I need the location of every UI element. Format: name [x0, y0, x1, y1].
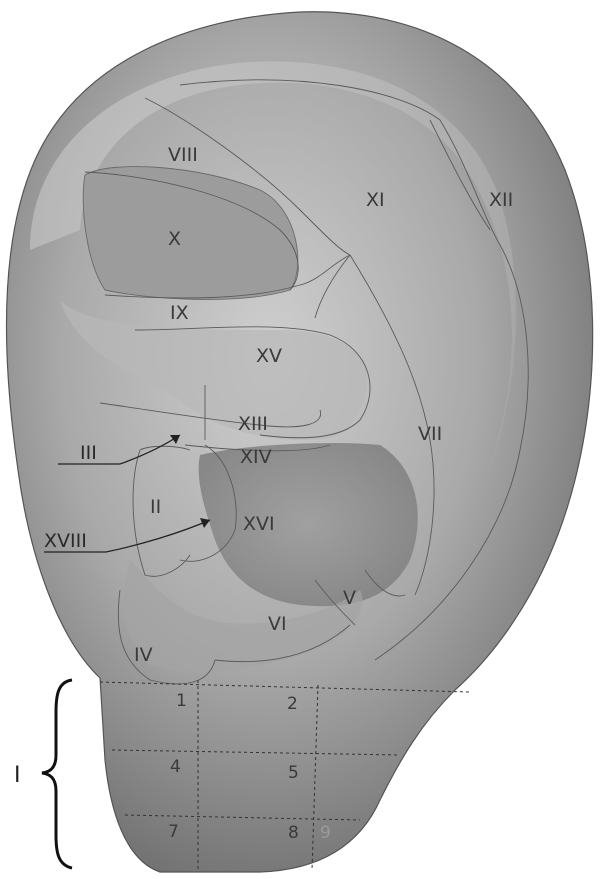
- pointer-label-xviii: XVIII: [44, 530, 87, 552]
- lobule-cell-6: 6: [364, 763, 375, 783]
- region-label-ii: II: [150, 496, 161, 518]
- lobule-cell-2: 2: [287, 694, 298, 714]
- region-label-xv: XV: [256, 345, 282, 367]
- lobule-brace: [42, 680, 72, 868]
- lobule-cell-7: 7: [168, 822, 179, 842]
- region-label-xi: XI: [366, 189, 385, 211]
- lobule-cell-9: 9: [320, 823, 331, 843]
- region-label-vi: VI: [268, 613, 287, 635]
- lobule-cell-4: 4: [170, 757, 181, 777]
- region-label-x: X: [168, 228, 181, 250]
- region-label-xiv: XIV: [240, 446, 272, 468]
- region-label-v: V: [343, 587, 356, 609]
- region-label-vii: VII: [418, 423, 442, 445]
- region-label-xii: XII: [489, 189, 513, 211]
- region-label-xiii: XIII: [238, 413, 268, 435]
- region-label-iv: IV: [134, 644, 153, 666]
- region-label-xvi: XVI: [243, 513, 275, 535]
- lobule-label: I: [14, 763, 21, 788]
- lobule-cell-8: 8: [288, 823, 299, 843]
- region-label-viii: VIII: [168, 144, 198, 166]
- region-label-ix: IX: [170, 302, 189, 324]
- pointer-label-iii: III: [80, 442, 97, 464]
- lobule-cell-1: 1: [176, 691, 187, 711]
- lobule-cell-5: 5: [288, 763, 299, 783]
